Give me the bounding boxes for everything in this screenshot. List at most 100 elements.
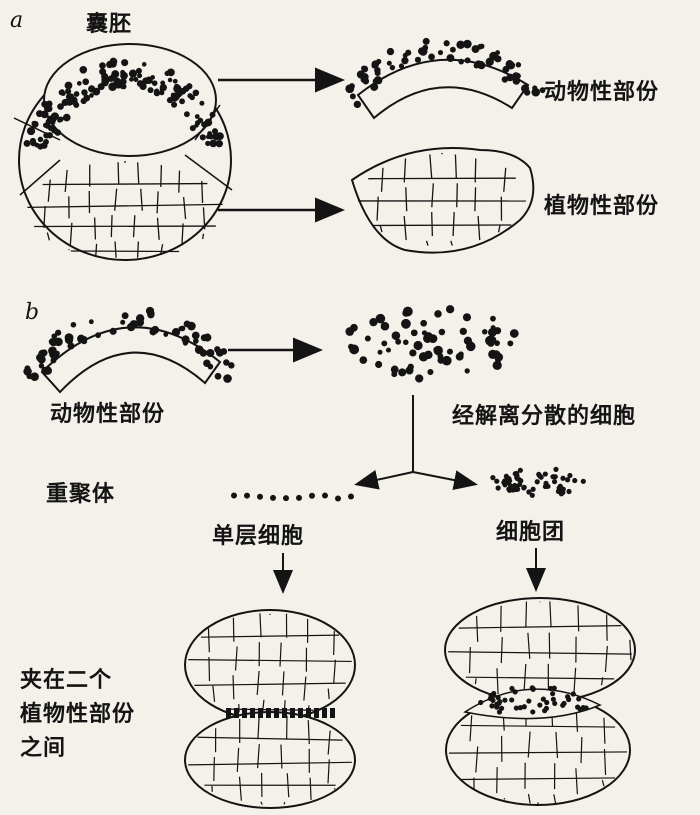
blastula-cell-wall <box>118 162 119 184</box>
dissociated-cell <box>415 374 423 382</box>
dissociated-cell <box>463 313 471 321</box>
cell-dot <box>532 85 537 90</box>
cell-dot <box>136 318 144 326</box>
cell-dot <box>58 116 64 122</box>
cell-dot <box>187 322 196 331</box>
cell-dot <box>23 367 31 375</box>
cluster-cell <box>488 693 493 698</box>
cluster-cell <box>578 707 583 712</box>
cluster-cell <box>515 487 520 492</box>
cell-dot <box>506 74 514 82</box>
cell-dot <box>38 137 44 143</box>
cell-dot <box>177 90 184 97</box>
cluster-cell <box>560 703 565 708</box>
sandwich-single-layer <box>185 610 355 808</box>
animal-part-label-a: 动物性部份 <box>544 74 659 106</box>
cell-dot <box>444 40 450 46</box>
cell-dot <box>456 41 464 49</box>
cluster-cell <box>496 485 501 490</box>
cell-dot <box>113 78 120 85</box>
cluster-cell <box>530 709 535 714</box>
cluster-cell <box>536 472 541 477</box>
cluster-cell <box>551 697 556 702</box>
cell-dot <box>183 340 189 346</box>
single-layer-cell <box>226 708 231 718</box>
dissociated-cell <box>446 305 454 313</box>
single-layer-cell <box>314 708 319 718</box>
cluster-cell <box>537 702 542 707</box>
cell-dot <box>212 132 220 140</box>
cell-dot <box>99 62 106 69</box>
cell-dot <box>178 326 183 331</box>
sandwich-cell-wall <box>334 631 335 655</box>
single-layer-cell <box>244 493 250 499</box>
vegetal-cell-wall <box>406 187 407 211</box>
cell-dot <box>48 346 57 355</box>
cluster-cell <box>565 477 570 482</box>
cell-dot <box>81 89 87 95</box>
cell-dot <box>516 62 521 67</box>
cell-dot <box>137 73 142 78</box>
cluster-cell <box>541 697 546 702</box>
single-layer-cell <box>296 495 302 501</box>
cell-mass-label: 细胞团 <box>496 514 565 546</box>
cluster-cell <box>490 475 495 480</box>
cell-dot <box>41 110 49 118</box>
cell-dot <box>387 48 394 55</box>
cell-dot <box>38 350 46 358</box>
single-layer-cell <box>283 495 289 501</box>
cell-dot <box>160 84 167 91</box>
dissociated-cell <box>378 350 383 355</box>
cell-dot <box>399 63 404 68</box>
dissociated-cell <box>422 330 427 335</box>
dissociated-cell <box>401 319 411 329</box>
cell-dot <box>77 81 82 86</box>
cluster-cell <box>581 479 586 484</box>
vegetal-part-label-a: 植物性部份 <box>544 188 659 220</box>
dissociated-cell <box>402 309 409 316</box>
cell-dot <box>195 345 204 354</box>
cell-dot <box>350 93 356 99</box>
dissociated-cell <box>413 341 422 350</box>
single-layer-cell <box>274 708 279 718</box>
cell-dot <box>129 70 137 78</box>
dissociated-cell <box>482 329 488 335</box>
dissociated-cell <box>442 356 452 366</box>
cell-dot <box>190 125 196 131</box>
cell-dot <box>206 349 214 357</box>
single-layer-cell <box>309 493 315 499</box>
cluster-cell <box>584 705 589 710</box>
single-layer-cell <box>242 708 247 718</box>
sandwich-label-line2: 植物性部份 <box>20 698 135 732</box>
dissociated-cell <box>345 327 354 336</box>
dissociated-cell <box>433 347 438 352</box>
sandwich-cell-wall <box>504 798 505 799</box>
single-layer-cell <box>330 708 335 718</box>
cell-dot <box>495 50 500 55</box>
cluster-cell <box>565 694 570 699</box>
dissociated-cell <box>456 353 464 361</box>
dissociated-cell <box>391 371 397 377</box>
cluster-cell <box>548 686 553 691</box>
cell-dot <box>493 55 498 60</box>
dissociated-cell <box>507 340 513 346</box>
cell-dot <box>438 50 443 55</box>
cluster-cell <box>514 473 519 478</box>
cluster-cell <box>518 468 523 473</box>
animal-cap-b <box>23 307 234 392</box>
cell-dot <box>347 85 354 92</box>
cluster-cell <box>497 699 502 704</box>
blastula-cell-wall <box>95 217 96 239</box>
sandwich-cell-wall <box>209 657 210 681</box>
cell-dot <box>216 140 223 147</box>
cluster-cell <box>550 691 555 696</box>
cell-dot <box>142 62 147 67</box>
single-layer-cell <box>234 708 239 718</box>
cell-dot <box>446 54 454 62</box>
cell-dot <box>127 323 135 331</box>
cell-cluster <box>490 467 586 498</box>
cell-dot <box>203 360 210 367</box>
single-layer-cell <box>250 708 255 718</box>
cell-dot <box>67 342 74 349</box>
cluster-cell <box>572 478 577 483</box>
